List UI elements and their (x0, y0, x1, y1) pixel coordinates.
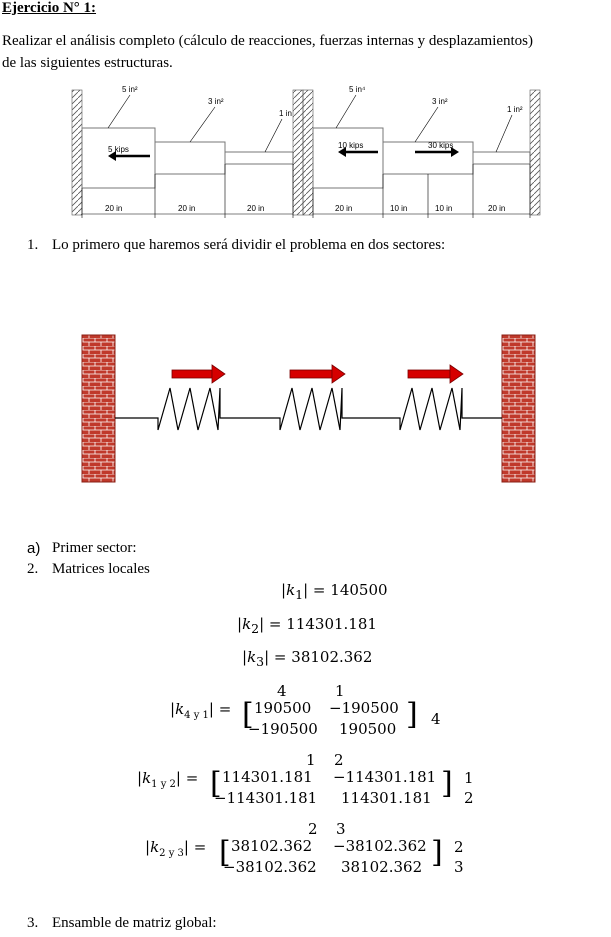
matrix-cell: 38102.362 (231, 837, 313, 855)
dim-label-2: 20 in (178, 204, 195, 213)
wall-right (501, 334, 536, 483)
matrix-k1y2: |k1 y 2| = 1 2 [ 114301.181 −114301.181 … (137, 751, 474, 807)
matrix-cell: 190500 (254, 699, 312, 717)
spring-model-figure (81, 334, 536, 483)
matrix-k4y1: |k4 y 1| = 4 1 [ 190500 −190500 −190500 … (170, 682, 441, 738)
matrix-col-label: 3 (336, 820, 346, 838)
matrix-cell: 114301.181 (222, 768, 313, 786)
matrix-cell: −114301.181 (333, 768, 437, 786)
dim-label-3: 20 in (247, 204, 264, 213)
matrix-cell: −38102.362 (333, 837, 427, 855)
matrix-col-label: 2 (334, 751, 344, 769)
matrix-cell: −190500 (329, 699, 399, 717)
step-1-number: 1. (27, 237, 39, 253)
step-2-text: Matrices locales (52, 561, 150, 577)
bar2-segment-medium (382, 141, 474, 175)
matrix-cell: −38102.362 (223, 858, 317, 876)
k2-equation: |k2| = 114301.181 (237, 615, 377, 636)
fixed-support-left-2 (302, 89, 314, 216)
matrix-cell: 38102.362 (341, 858, 423, 876)
area-label-4: 5 in⁴ (349, 85, 366, 94)
matrix-row-label: 1 (464, 769, 474, 787)
sector-a-marker: a) (27, 540, 41, 557)
matrix-col-label: 1 (306, 751, 316, 769)
load-label-2: 10 kips (338, 141, 363, 150)
area-label-6: 1 in² (507, 105, 523, 114)
sector-a-text: Primer sector: (52, 540, 137, 556)
area-label-5: 3 in² (432, 97, 448, 106)
matrix-k2y3-label: |k2 y 3| = (145, 838, 207, 859)
load-arrow-right-icon (451, 147, 459, 157)
matrix-k4y1-label: |k4 y 1| = (170, 700, 232, 721)
matrix-col-label: 1 (335, 682, 345, 700)
step-2-number: 2. (27, 561, 39, 577)
spring-chain (115, 387, 502, 431)
k3-equation: |k3| = 38102.362 (242, 648, 373, 669)
matrix-cell: −190500 (248, 720, 318, 738)
load-arrow-left-icon (108, 151, 116, 161)
matrix-col-label: 2 (308, 820, 318, 838)
matrix-row-label: 3 (454, 858, 464, 876)
k1-equation: |k1| = 140500 (281, 581, 388, 602)
matrix-col-label: 4 (277, 682, 287, 700)
matrix-cell: 190500 (339, 720, 397, 738)
dim-label-4: 20 in (335, 204, 352, 213)
matrix-row-label: 2 (464, 789, 474, 807)
intro-line-2: de las siguientes estructuras. (2, 55, 173, 71)
fixed-support-right-1 (292, 89, 304, 216)
step-1-text: Lo primero que haremos será dividir el p… (52, 237, 446, 253)
step-3-number: 3. (27, 915, 39, 931)
dim-label-1: 20 in (105, 204, 122, 213)
bar-structures-figure: 5 in² 3 in² 1 in 5 in⁴ 3 in² 1 in² 5 kip… (71, 85, 541, 218)
load-arrow-left-icon-2 (338, 147, 346, 157)
load-arrow-3-icon (407, 364, 464, 384)
wall-left (81, 334, 116, 483)
exercise-heading: Ejercicio N° 1: (2, 0, 97, 16)
area-label-2: 3 in² (208, 97, 224, 106)
step-3-text: Ensamble de matriz global: (52, 915, 217, 931)
bar-segment-large (81, 127, 156, 189)
area-label-1: 5 in² (122, 85, 138, 94)
load-label-1: 5 kips (108, 145, 129, 154)
bar2-segment-small (472, 151, 531, 165)
load-label-3: 30 kips (428, 141, 453, 150)
fixed-support-right-2 (529, 89, 541, 216)
matrix-k2y3: |k2 y 3| = 2 3 [ 38102.362 −38102.362 −3… (145, 820, 464, 876)
dim-label-5: 10 in (390, 204, 407, 213)
bar-segment-small (224, 151, 294, 165)
load-arrow-1-icon (171, 364, 226, 384)
dim-label-7: 20 in (488, 204, 505, 213)
area-label-3: 1 in (279, 109, 292, 118)
intro-paragraph: Realizar el análisis completo (cálculo d… (2, 30, 608, 74)
bar-segment-medium (154, 141, 226, 175)
intro-line-1: Realizar el análisis completo (cálculo d… (2, 33, 534, 49)
load-arrow-2-icon (289, 364, 346, 384)
matrix-cell: −114301.181 (214, 789, 318, 807)
matrix-cell: 114301.181 (341, 789, 432, 807)
dim-label-6: 10 in (435, 204, 452, 213)
matrix-row-label: 2 (454, 838, 464, 856)
bar2-segment-large (312, 127, 384, 189)
fixed-support-left-1 (71, 89, 83, 216)
matrix-row-label: 4 (431, 710, 441, 728)
matrix-k1y2-label: |k1 y 2| = (137, 769, 199, 790)
